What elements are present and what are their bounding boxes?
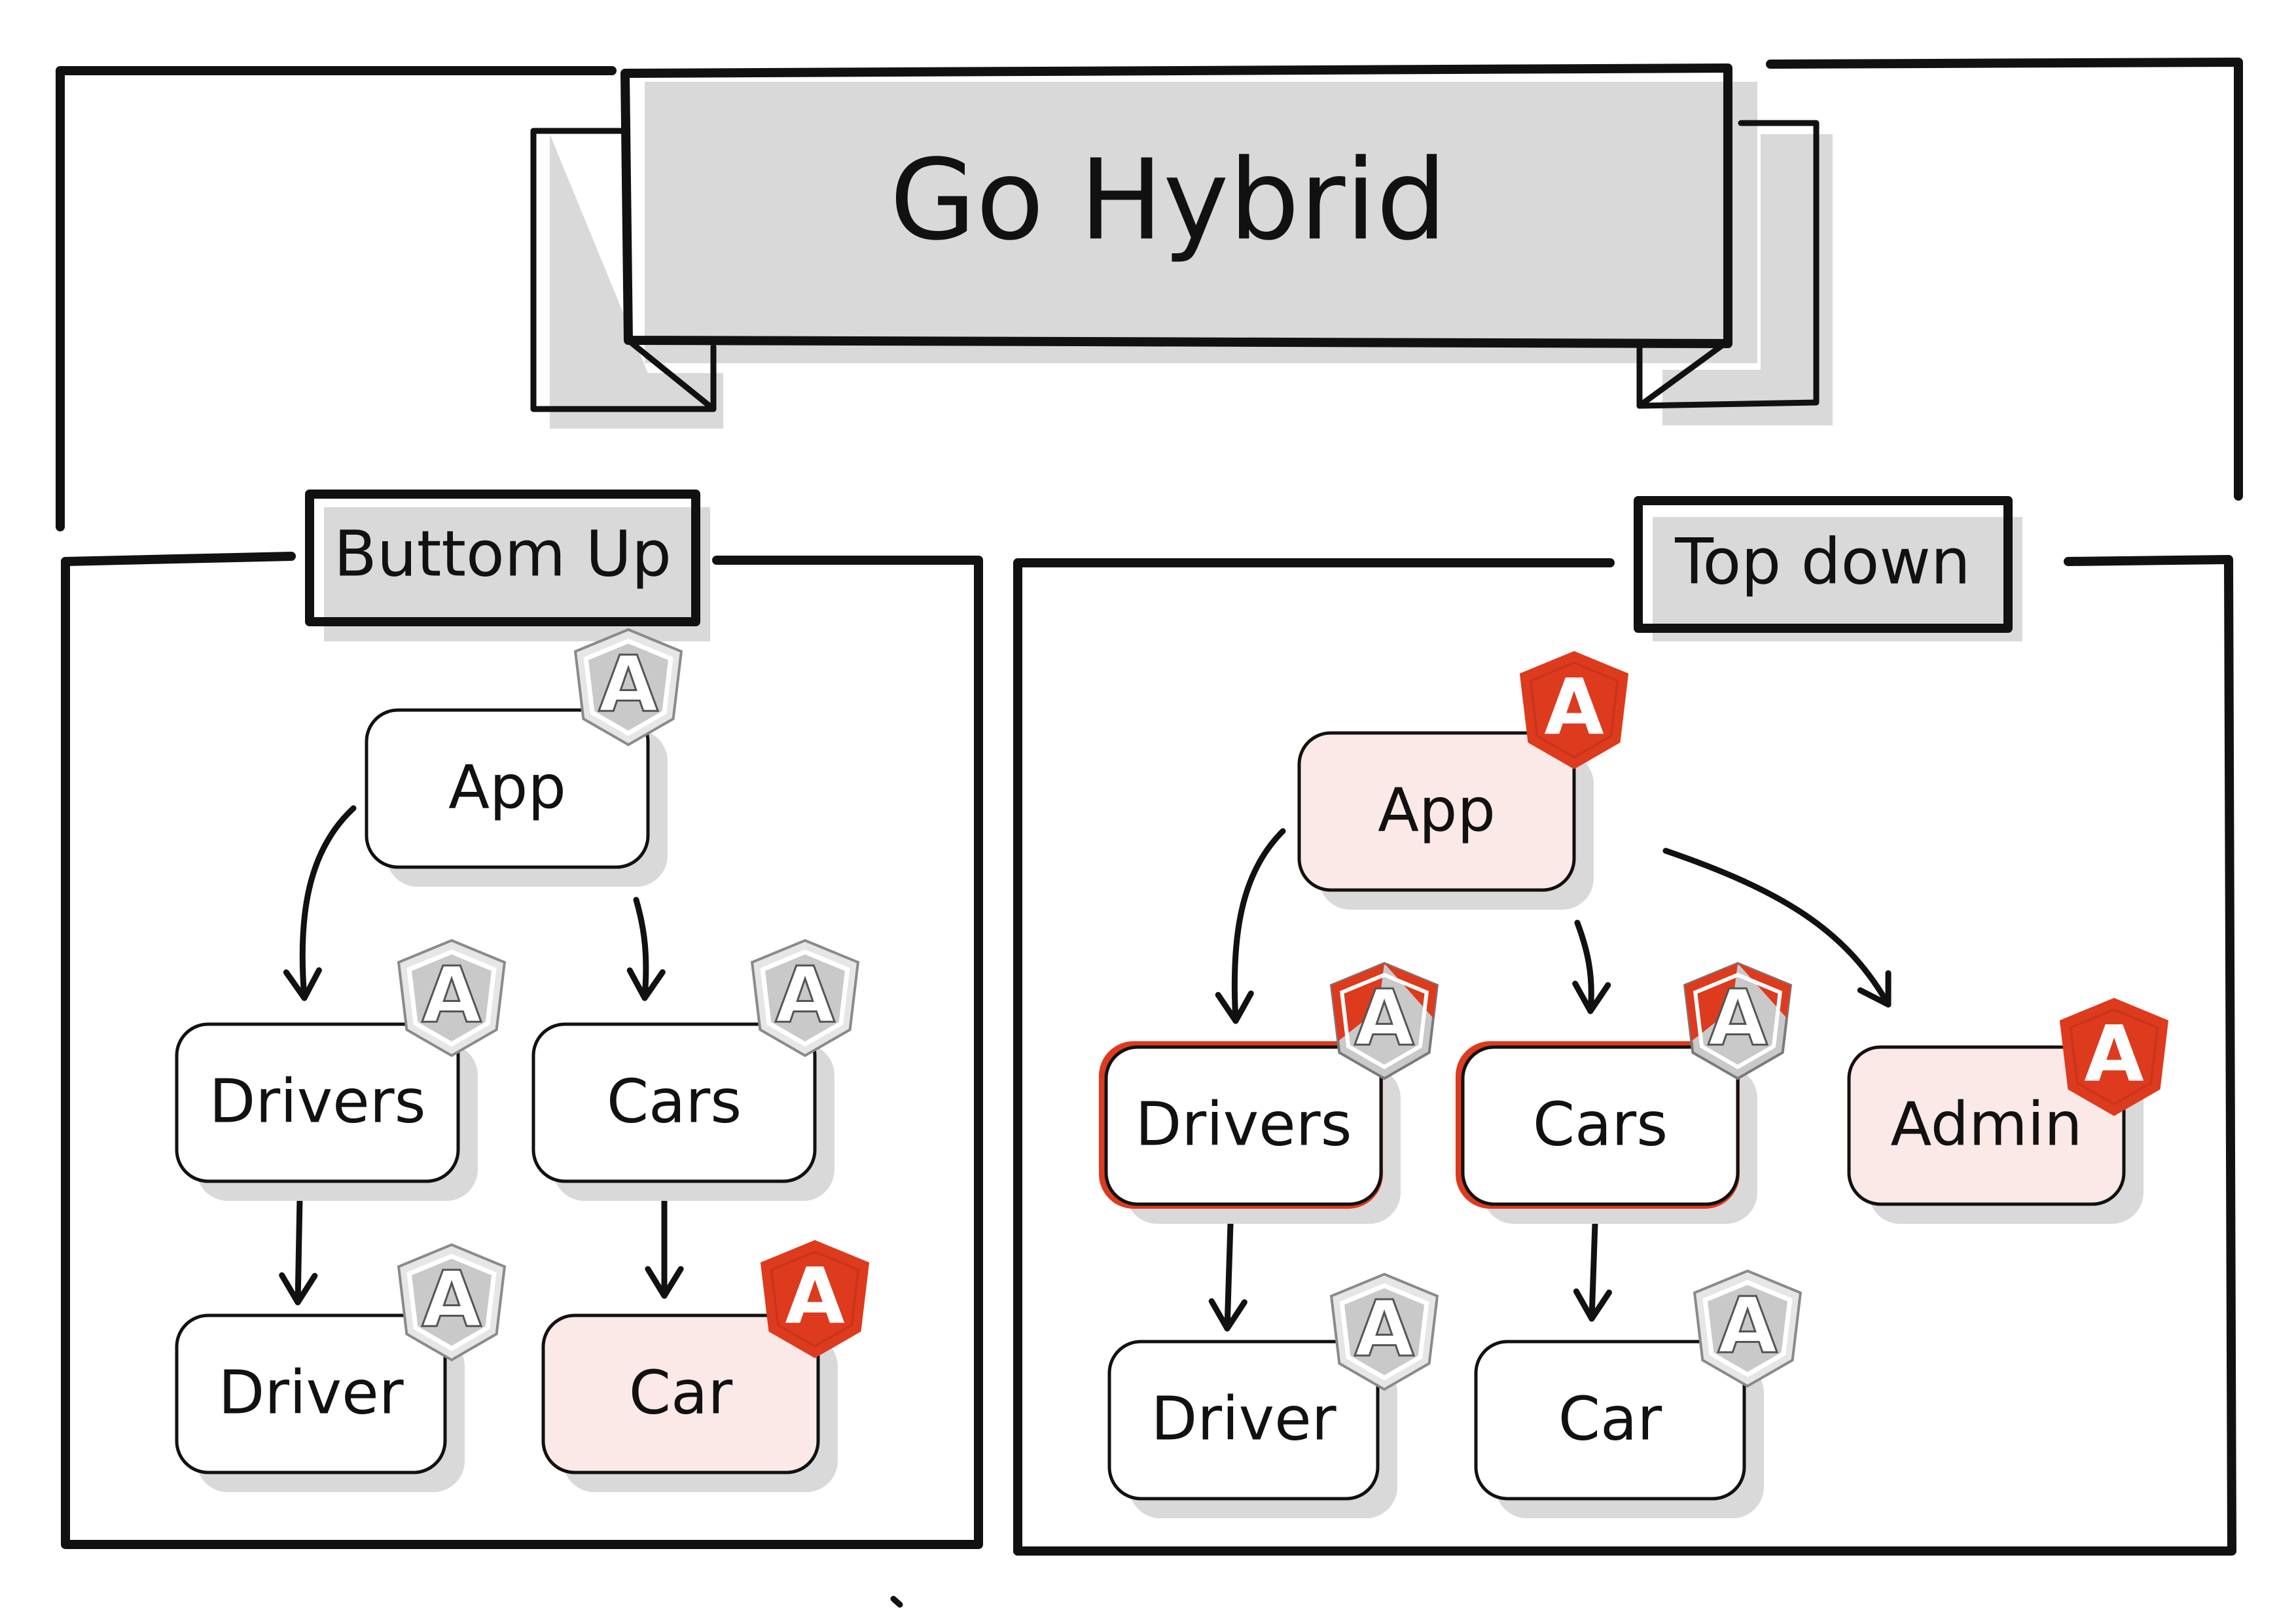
node-car: Car A xyxy=(541,1240,870,1492)
node-label-driver: Driver xyxy=(1151,1383,1336,1454)
node-cars: Cars A xyxy=(531,938,860,1201)
shield-letter: A xyxy=(785,1251,844,1341)
edge-app-to-drivers xyxy=(1215,828,1286,1024)
edge-cars-to-car xyxy=(1573,1221,1612,1322)
node-label-car: Car xyxy=(1558,1383,1662,1454)
panel-label-bottom-up: Buttom Up xyxy=(334,517,672,590)
edge-drivers-to-driver-arrowhead xyxy=(1208,1298,1247,1332)
shield-letter: A xyxy=(422,1254,481,1344)
title-banner: Go Hybrid xyxy=(530,63,1833,429)
edge-cars-to-car-arrowhead xyxy=(1573,1288,1612,1322)
node-app: App A xyxy=(1297,651,1629,910)
node-label-admin: Admin xyxy=(1890,1089,2082,1159)
node-driver: Driver A xyxy=(1107,1272,1439,1518)
node-label-cars: Cars xyxy=(607,1066,742,1136)
angularjs-gray-shield-icon: A xyxy=(573,628,683,747)
edge-app-to-drivers-arrowhead xyxy=(283,967,322,1001)
node-app: App A xyxy=(365,628,683,887)
node-label-app: App xyxy=(448,752,566,822)
hybrid-shield-icon: A xyxy=(1329,961,1439,1080)
node-car: Car A xyxy=(1474,1269,1803,1518)
edge-app-to-cars-arrowhead xyxy=(1572,980,1611,1014)
node-label-cars: Cars xyxy=(1533,1089,1668,1159)
node-label-car: Car xyxy=(629,1357,733,1427)
shield-letter: A xyxy=(1708,972,1767,1063)
angularjs-gray-shield-icon: A xyxy=(397,938,507,1058)
angularjs-gray-shield-icon: A xyxy=(750,938,860,1058)
node-drivers: Drivers A xyxy=(175,938,507,1201)
shield-letter: A xyxy=(422,950,481,1040)
node-driver: Driver A xyxy=(175,1243,507,1492)
edge-app-to-admin-arrowhead xyxy=(1857,970,1892,1008)
edge-app-to-drivers xyxy=(283,805,357,1001)
angularjs-gray-shield-icon: A xyxy=(1329,1272,1439,1391)
edge-drivers-to-driver xyxy=(279,1194,318,1306)
shield-letter: A xyxy=(1354,1283,1414,1374)
stray-mark xyxy=(890,1596,903,1608)
node-cars: Cars A xyxy=(1456,961,1793,1224)
angular-red-shield-icon: A xyxy=(2059,997,2169,1116)
edge-app-to-drivers-arrowhead xyxy=(1215,990,1254,1024)
diagram-title: Go Hybrid xyxy=(889,135,1446,265)
edge-app-to-admin xyxy=(1662,847,1892,1008)
edge-cars-to-car xyxy=(645,1194,684,1299)
shield-letter: A xyxy=(775,950,834,1040)
edge-cars-to-car-arrowhead xyxy=(645,1266,684,1299)
edge-drivers-to-driver xyxy=(1208,1221,1247,1332)
hybrid-shield-icon: A xyxy=(1683,961,1793,1080)
node-label-driver: Driver xyxy=(218,1357,403,1427)
angular-red-shield-icon: A xyxy=(760,1240,870,1359)
panel-label-top-down: Top down xyxy=(1674,525,1971,598)
angularjs-gray-shield-icon: A xyxy=(397,1243,507,1362)
edge-app-to-cars xyxy=(1572,919,1611,1014)
outer-frame xyxy=(56,58,2243,531)
shield-letter: A xyxy=(598,639,658,729)
panel-top-down: Top down AppADriversACarsAAdminADriverAC… xyxy=(1013,496,2236,1556)
edge-app-to-cars xyxy=(626,897,666,1001)
shield-letter: A xyxy=(1544,662,1604,752)
node-label-drivers: Drivers xyxy=(1135,1089,1352,1159)
node-label-drivers: Drivers xyxy=(209,1066,425,1136)
shield-letter: A xyxy=(1354,972,1414,1063)
edge-app-to-cars-arrowhead xyxy=(626,967,666,1001)
edge-drivers-to-driver-arrowhead xyxy=(279,1272,318,1306)
node-label-app: App xyxy=(1378,775,1496,845)
shield-letter: A xyxy=(2084,1008,2144,1099)
angularjs-gray-shield-icon: A xyxy=(1693,1269,1803,1388)
angular-red-shield-icon: A xyxy=(1519,651,1629,770)
shield-letter: A xyxy=(1717,1280,1777,1370)
